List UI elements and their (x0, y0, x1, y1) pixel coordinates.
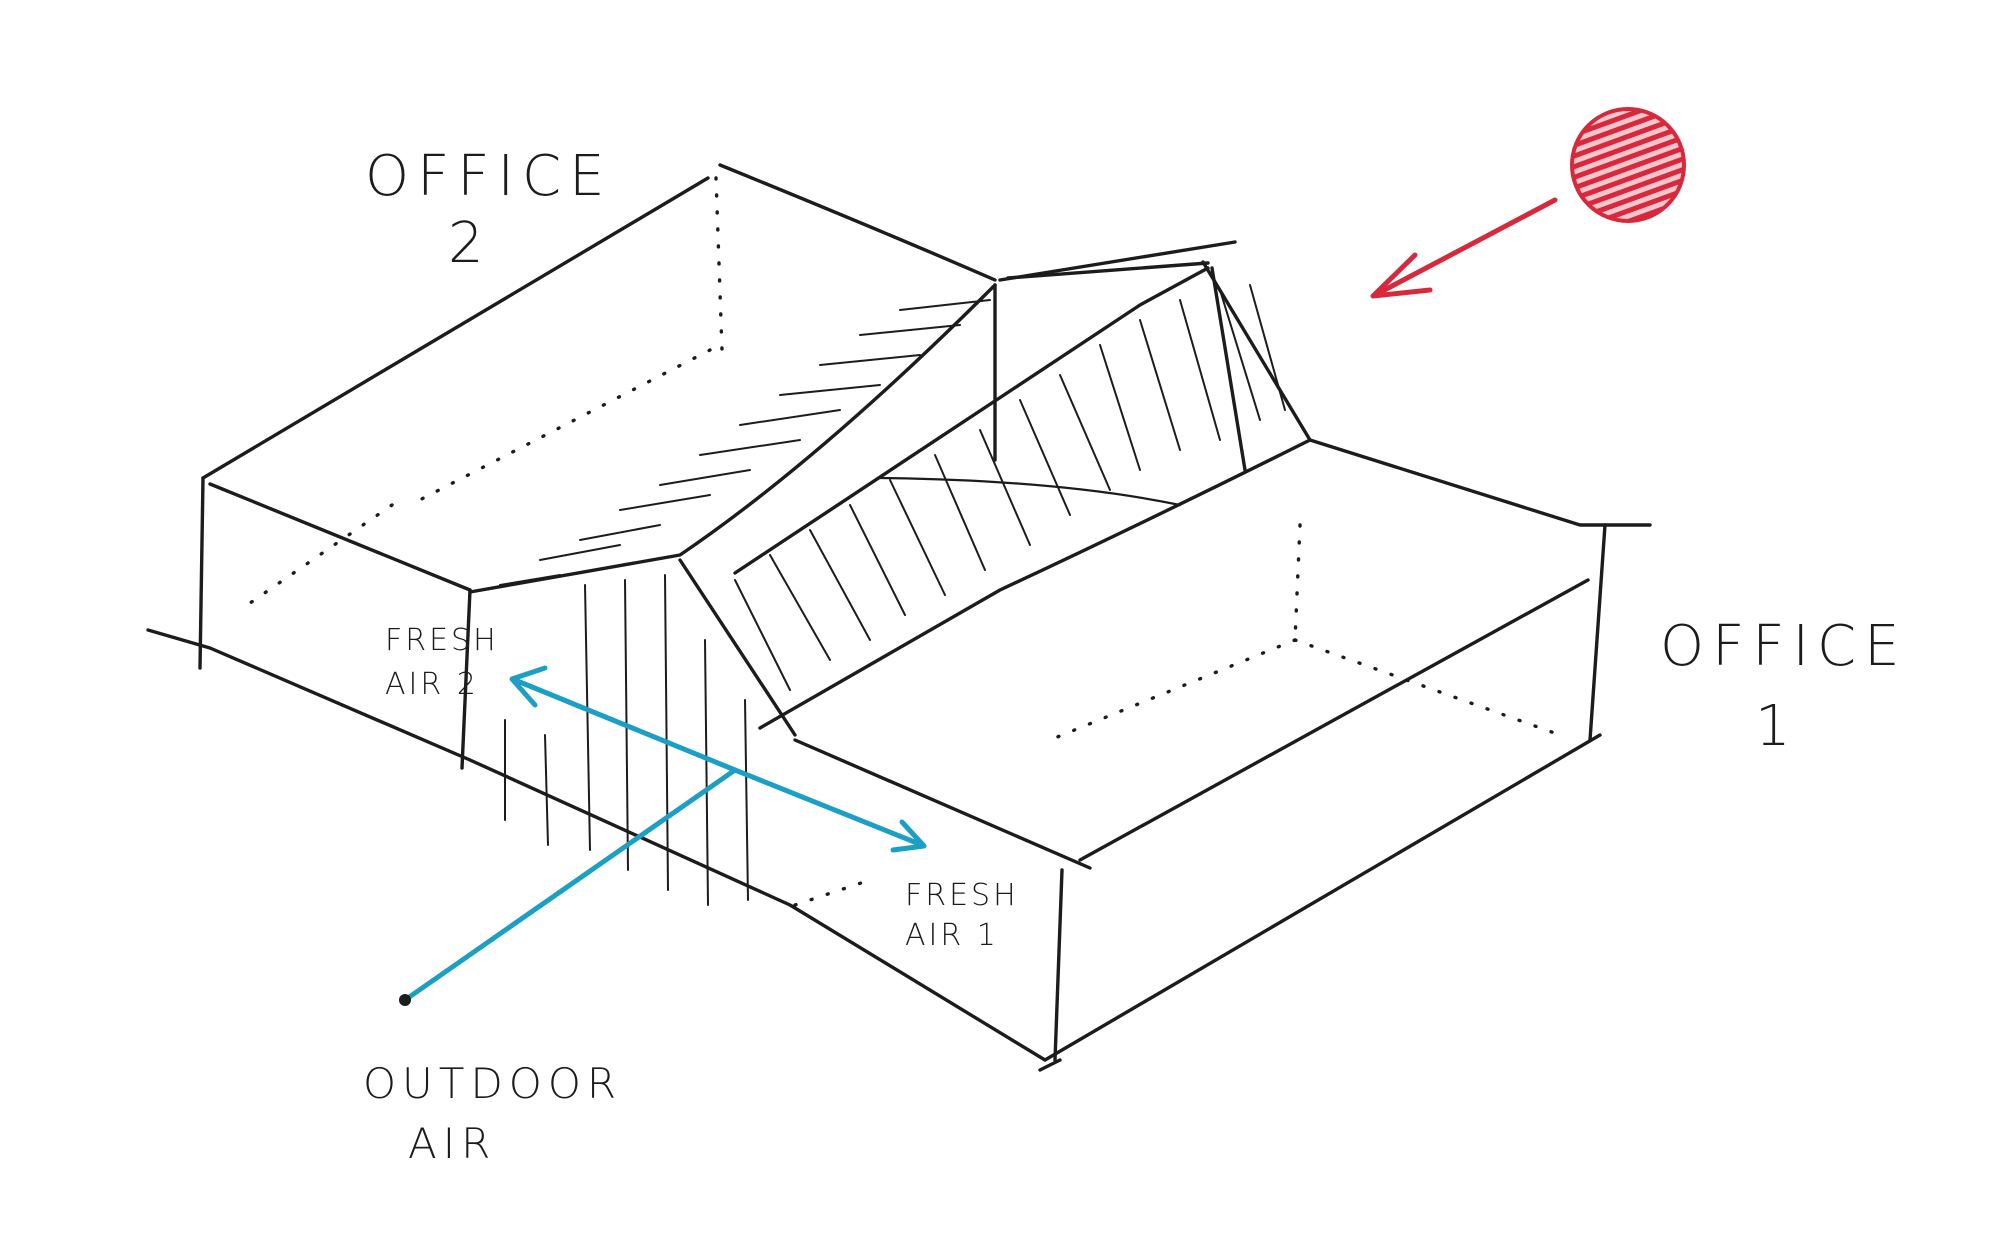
outdoor-air-label: OUTDOOR (363, 1059, 622, 1108)
fresh-air-1-sublabel: AIR 1 (905, 918, 999, 953)
office-2-label: OFFICE (365, 144, 613, 209)
office-1-block (468, 438, 1652, 1072)
sun-ray-arrow-icon (1370, 197, 1558, 299)
fresh-air-1-line (732, 767, 925, 848)
outdoor-air-sublabel: AIR (408, 1119, 496, 1168)
fresh-air-2-label: FRESH (385, 623, 499, 658)
fresh-air-1-label: FRESH (905, 878, 1019, 913)
atrium-glass-hatch-left (499, 299, 991, 586)
fresh-air-2-arrowhead-icon (509, 665, 548, 708)
fresh-air-2-line (512, 677, 738, 773)
atrium-front-hatch (504, 574, 749, 906)
atrium-roof (468, 240, 1312, 906)
fresh-air-1-arrowhead-icon (890, 819, 927, 853)
outdoor-air-origin-dot (399, 994, 411, 1006)
outdoor-air-line (402, 767, 738, 1003)
office-1-number: 1 (1755, 694, 1799, 759)
fresh-air-2-sublabel: AIR 2 (385, 667, 479, 702)
airflow-arrows (399, 665, 927, 1006)
atrium-glass-hatch-right (734, 284, 1286, 691)
office-2-number: 2 (448, 211, 492, 276)
office-2-block (146, 163, 997, 770)
office-1-label: OFFICE (1660, 614, 1908, 679)
sun-icon (1570, 107, 1686, 223)
